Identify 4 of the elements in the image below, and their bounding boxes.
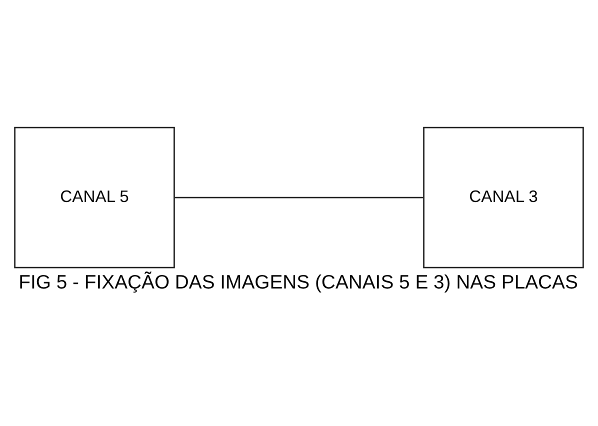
- node-box: CANAL 5: [14, 126, 175, 268]
- node-box: CANAL 3: [423, 126, 584, 268]
- connector: [174, 196, 424, 198]
- caption: FIG 5 - FIXAÇÃO DAS IMAGENS (CANAIS 5 E 3) NAS PLACAS: [18, 271, 578, 294]
